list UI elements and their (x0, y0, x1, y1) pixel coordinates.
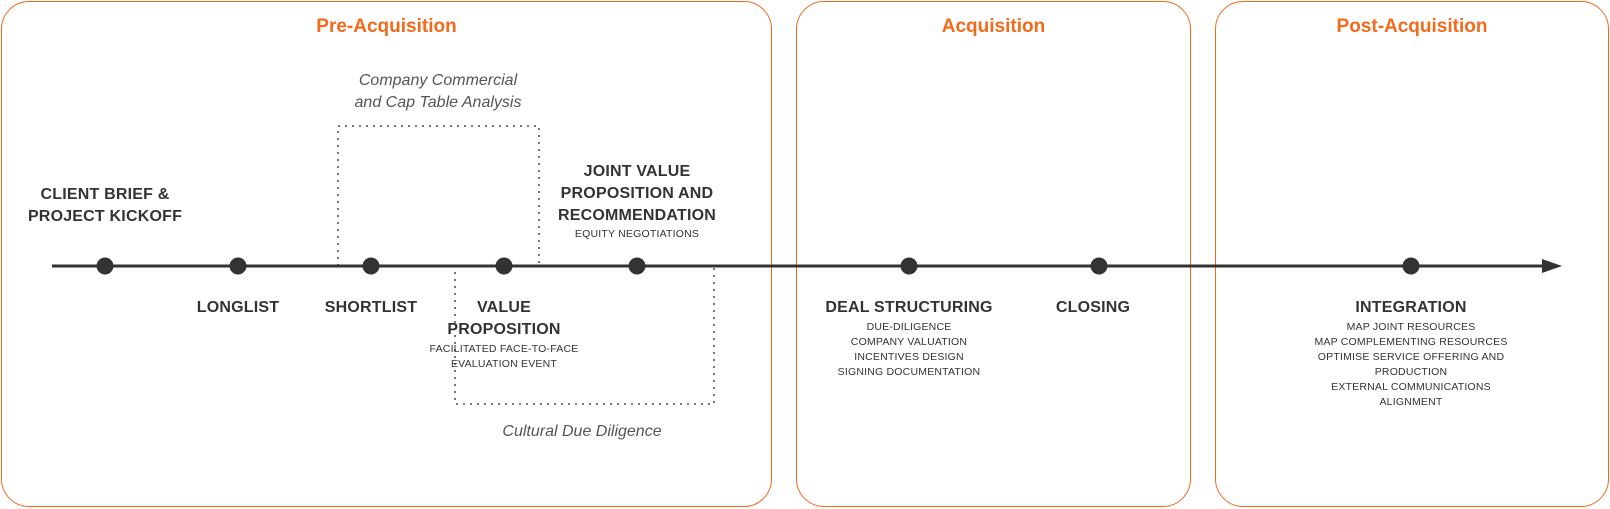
cultural-dd-note: Cultural Due Diligence (502, 423, 662, 440)
milestone-shortlist: SHORTLIST (324, 299, 418, 316)
milestone-dot-deal-structuring (900, 257, 918, 275)
milestone-dot-closing (1090, 257, 1108, 275)
integration-details: MAP JOINT RESOURCES MAP COMPLEMENTING RE… (1296, 320, 1526, 410)
milestone-dot-integration (1402, 257, 1420, 275)
detail-line: EXTERNAL COMMUNICATIONS (1331, 381, 1491, 393)
value-proposition-details: FACILITATED FACE-TO-FACE EVALUATION EVEN… (414, 342, 594, 372)
bracket-line (337, 125, 540, 266)
milestone-closing: CLOSING (1055, 299, 1131, 316)
milestone-dot-shortlist (362, 257, 380, 275)
commercial-analysis-bracket (337, 125, 540, 266)
detail-line: EVALUATION EVENT (450, 358, 558, 370)
detail-line: FACILITATED FACE-TO-FACE (429, 343, 579, 355)
detail-line: SIGNING DOCUMENTATION (837, 366, 981, 378)
note-line: and Cap Table Analysis (354, 94, 522, 111)
detail-line: PRODUCTION (1374, 366, 1448, 378)
phase-title: Post-Acquisition (1336, 16, 1488, 37)
milestone-dot-longlist (229, 257, 247, 275)
milestone-dot-value-proposition (495, 257, 513, 275)
milestone-deal-structuring: DEAL STRUCTURING (825, 299, 993, 316)
timeline-arrowhead (1542, 259, 1562, 273)
detail-line: COMPANY VALUATION (850, 336, 968, 348)
detail-line: DUE-DILIGENCE (866, 321, 952, 333)
milestone-line: JOINT VALUE (583, 163, 691, 180)
phase-title: Acquisition (941, 16, 1046, 37)
phase-post-acquisition: Post-Acquisition (1215, 1, 1609, 507)
deal-structuring-details: DUE-DILIGENCE COMPANY VALUATION INCENTIV… (809, 320, 1009, 380)
milestone-line: PROPOSITION (447, 321, 561, 338)
phase-pre-acquisition: Pre-Acquisition (1, 1, 772, 507)
detail-line: MAP COMPLEMENTING RESOURCES (1314, 336, 1508, 348)
detail-line: EQUITY NEGOTIATIONS (574, 228, 700, 240)
milestone-integration: INTEGRATION (1355, 299, 1467, 316)
milestone-line: CLIENT BRIEF & (40, 186, 170, 203)
detail-line: MAP JOINT RESOURCES (1346, 321, 1476, 333)
milestone-longlist: LONGLIST (196, 299, 280, 316)
joint-value-details: EQUITY NEGOTIATIONS (537, 227, 737, 242)
milestone-line: PROPOSITION AND (560, 185, 714, 202)
milestone-value-proposition: VALUE PROPOSITION (424, 297, 584, 341)
milestone-line: VALUE (476, 299, 532, 316)
milestone-dot-client-brief (96, 257, 114, 275)
detail-line: INCENTIVES DESIGN (854, 351, 964, 363)
milestone-line: RECOMMENDATION (557, 207, 717, 224)
detail-line: ALIGNMENT (1379, 396, 1443, 408)
milestone-line: PROJECT KICKOFF (27, 208, 183, 225)
commercial-analysis-note: Company Commercial and Cap Table Analysi… (318, 70, 558, 114)
phase-title: Pre-Acquisition (316, 16, 457, 37)
milestone-dot-joint-value (628, 257, 646, 275)
note-line: Company Commercial (358, 72, 518, 89)
milestone-client-brief: CLIENT BRIEF & PROJECT KICKOFF (10, 184, 200, 228)
milestone-joint-value: JOINT VALUE PROPOSITION AND RECOMMENDATI… (537, 161, 737, 227)
phase-acquisition: Acquisition (796, 1, 1191, 507)
detail-line: OPTIMISE SERVICE OFFERING AND (1317, 351, 1505, 363)
